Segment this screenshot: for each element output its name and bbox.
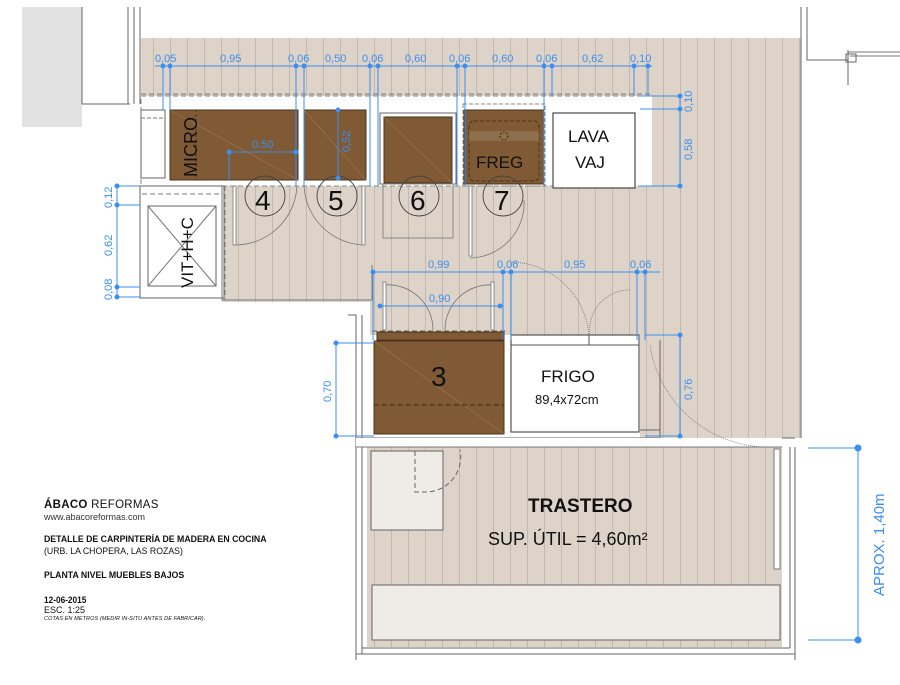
dim-gap-a: 0,06: [497, 259, 518, 271]
tall-unit-oven-fridge[interactable]: [139, 185, 225, 299]
label-dishwasher-2: VAJ: [575, 153, 605, 172]
storage-shelf: [371, 584, 781, 641]
kitchen-floor-outline: [221, 186, 373, 301]
room-name: TRASTERO: [528, 496, 633, 517]
dim-top-4: 0,06: [362, 53, 383, 65]
plan-name: PLANTA NIVEL MUEBLES BAJOS: [44, 570, 185, 581]
cabinet-number-6: 6: [410, 185, 426, 216]
dim-top-3: 0,50: [325, 53, 346, 65]
cabinet-3[interactable]: [372, 330, 505, 435]
drawing-location: (URB. LA CHOPERA, LAS ROZAS): [44, 546, 183, 557]
dishwasher[interactable]: [552, 112, 636, 189]
cabinet-number-5: 5: [328, 185, 344, 216]
fixture-labels: MICRO VIT+H+C FREG LAVA VAJ 4 5 6 7 3 FR…: [178, 117, 648, 549]
label-tall-unit: VIT+H+C: [178, 217, 197, 288]
drawing-date: 12-06-2015: [44, 595, 87, 605]
dim-right-top-1: 0,58: [683, 139, 695, 160]
label-fridge-size: 89,4x72cm: [535, 392, 599, 407]
drawing-title: DETALLE DE CARPINTERÍA DE MADERA EN COCI…: [44, 534, 267, 545]
fridge[interactable]: [510, 334, 640, 433]
cabinet-6[interactable]: [379, 112, 457, 239]
drawing-note: COTAS EN METROS (MEDIR IN-SITU ANTES DE …: [44, 616, 206, 622]
cabinet-5[interactable]: [303, 109, 367, 181]
dim-top-6: 0,06: [449, 53, 470, 65]
dim-left-1: 0,62: [103, 235, 115, 256]
cabinet-number-3: 3: [431, 361, 447, 392]
dim-top-10: 0,10: [630, 53, 651, 65]
label-sink: FREG: [476, 153, 523, 172]
dim-gap-b: 0,06: [630, 259, 651, 271]
dim-cab3-door: 0,90: [429, 293, 450, 305]
dim-top-5: 0,60: [405, 53, 426, 65]
dimension-labels: 0,05 0,95 0,06 0,50 0,06 0,60 0,06 0,60 …: [103, 53, 888, 596]
dim-top-7: 0,60: [492, 53, 513, 65]
dim-top-1: 0,95: [220, 53, 241, 65]
drawing-scale: ESC. 1:25: [44, 605, 86, 615]
exterior-wall-block: [22, 7, 82, 127]
dim-top-0: 0,05: [155, 53, 176, 65]
cabinet-7-sink[interactable]: [462, 103, 546, 187]
cabinet-4[interactable]: [140, 109, 299, 181]
title-block: ÁBACO REFORMAS www.abacoreformas.com DET…: [44, 499, 334, 622]
room-area: SUP. ÚTIL = 4,60m²: [488, 528, 648, 549]
dim-cab3-overall: 0,99: [428, 259, 449, 271]
website: www.abacoreformas.com: [44, 512, 146, 522]
dim-cab4-width: 0,50: [252, 139, 273, 151]
dim-top-9: 0,62: [582, 53, 603, 65]
brand: ÁBACO REFORMAS: [44, 499, 159, 511]
dim-frigo-width: 0,95: [564, 259, 585, 271]
dim-cab3-depth: 0,70: [322, 381, 334, 402]
dim-top-2: 0,06: [288, 53, 309, 65]
right-wall: [800, 7, 849, 438]
dim-left-2: 0,08: [103, 279, 115, 300]
label-fridge: FRIGO: [541, 367, 595, 386]
label-dishwasher-1: LAVA: [568, 127, 610, 146]
dimension-lines: [114, 63, 862, 644]
dim-right-top-0: 0,10: [683, 91, 695, 112]
height-note: APROX. 1,40m: [871, 493, 888, 596]
dim-left-0: 0,12: [103, 187, 115, 208]
label-micro: MICRO: [181, 117, 201, 177]
drain-icon: [499, 131, 509, 141]
dim-top-8: 0,06: [536, 53, 557, 65]
storage-box: [370, 450, 444, 531]
cabinet-number-4: 4: [255, 185, 271, 216]
dim-cab5-depth: 0,52: [341, 131, 353, 152]
dim-frigo-depth: 0,76: [683, 379, 695, 400]
cabinet-number-7: 7: [494, 185, 510, 216]
exterior-wall-outline: [81, 7, 141, 105]
